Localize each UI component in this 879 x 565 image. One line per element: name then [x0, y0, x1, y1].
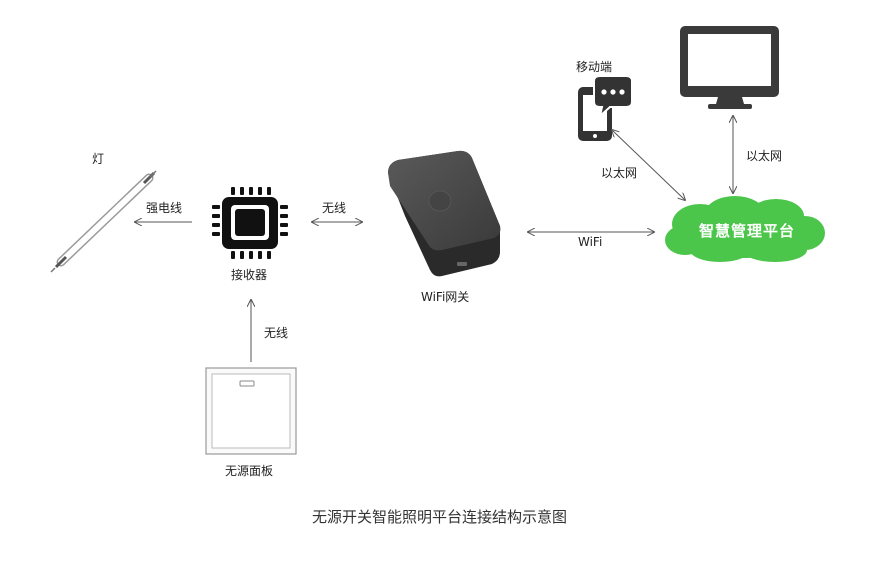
router-box-icon: [388, 150, 501, 277]
receiver-label: 接收器: [231, 268, 268, 282]
wireless-label-left: 无线: [264, 326, 289, 340]
chip-icon: [212, 187, 288, 259]
smartphone-chat-icon: [578, 75, 633, 141]
wireless-label-top: 无线: [322, 201, 347, 215]
cloud-icon: [665, 196, 825, 262]
gateway-label: WiFi网关: [421, 290, 470, 304]
lamp-label: 灯: [92, 152, 105, 166]
ethernet-pc-label: 以太网: [746, 149, 783, 163]
wall-switch-icon: [205, 367, 297, 455]
arrow-mobile-cloud: [612, 130, 685, 200]
wifi-label: WiFi: [578, 235, 603, 249]
platform-label: 智慧管理平台: [698, 222, 795, 240]
diagram-caption: 无源开关智能照明平台连接结构示意图: [311, 508, 567, 526]
strong-wire-label: 强电线: [146, 201, 183, 215]
switch-panel-label: 无源面板: [225, 464, 274, 478]
ethernet-mobile-label: 以太网: [601, 166, 638, 180]
desktop-monitor-icon: [680, 26, 779, 109]
tube-light-icon: [50, 170, 157, 273]
mobile-label: 移动端: [576, 60, 613, 74]
